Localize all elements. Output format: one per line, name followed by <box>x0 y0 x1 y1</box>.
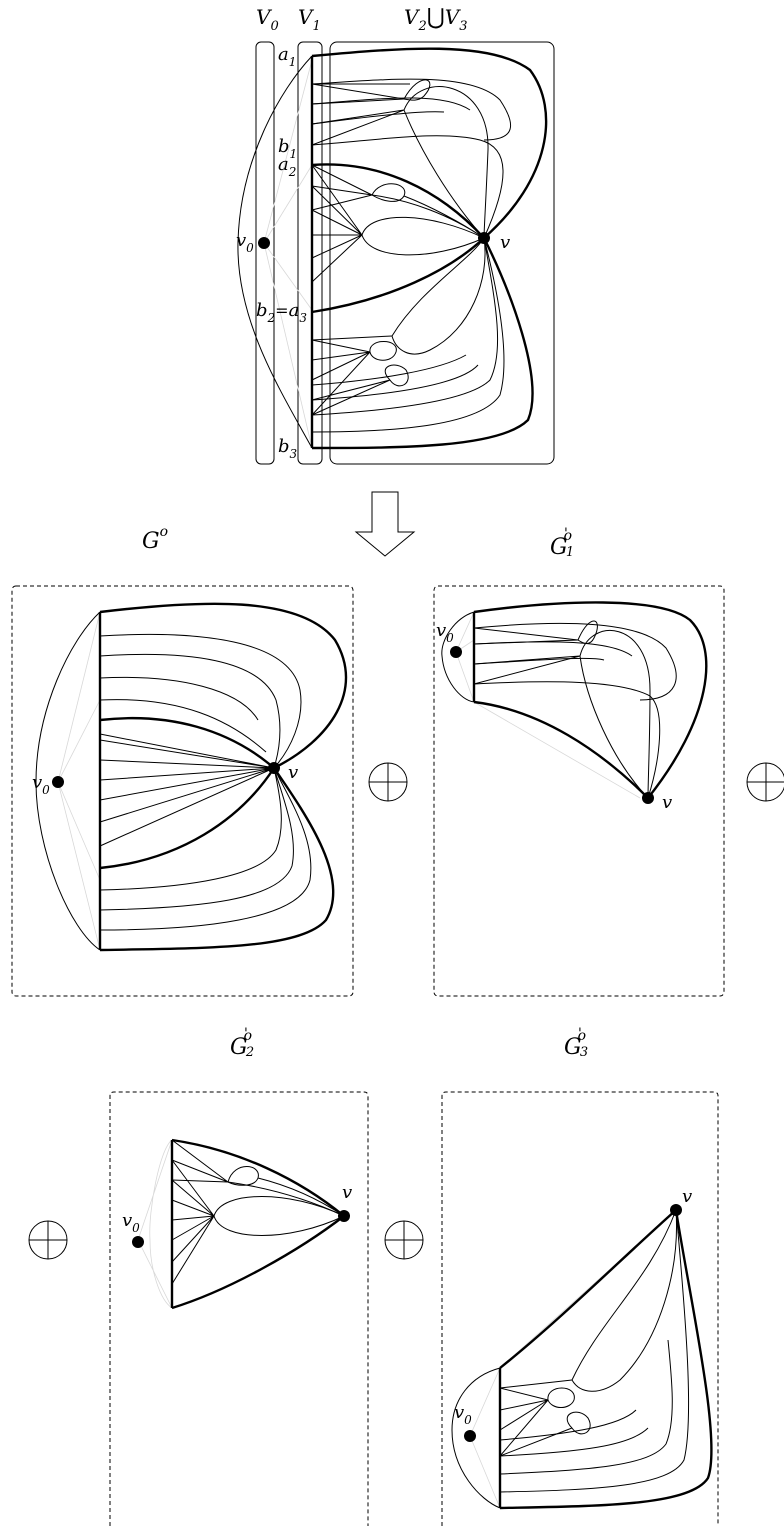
panel-g1-bottom-boundary <box>473 700 649 799</box>
down-arrow-icon <box>354 491 416 557</box>
panel-g2-top-boundary <box>171 1138 345 1217</box>
lower-fan-edges <box>311 237 505 433</box>
panel-g1-vertex-v0 <box>450 646 462 658</box>
panel-g1: v0 v <box>433 585 725 997</box>
partition-label-v0: V0 <box>256 5 279 34</box>
panel-g3-label-v0: v0 <box>454 1402 472 1427</box>
outer-hull-edge <box>237 55 313 449</box>
panel-g2-vertex-v0 <box>132 1236 144 1248</box>
upper-bubble-small <box>403 79 431 101</box>
panel-g3-large-bubble <box>571 1209 677 1392</box>
lower-bubble-small-b <box>384 364 409 387</box>
panel-g: v0 v <box>11 585 354 997</box>
panel-g3-triangle-edges <box>499 1379 573 1457</box>
panel-title-g1: Go'1 <box>550 526 574 560</box>
panel-g1-triangle-edges <box>473 627 581 685</box>
hull-faint-edges <box>263 59 313 449</box>
panel-g3-bottom-boundary <box>499 1209 713 1510</box>
panel-g2-bottom-boundary <box>171 1215 345 1310</box>
panel-g1-faint-edges <box>455 611 641 799</box>
panel-g-frame <box>11 585 354 997</box>
panel-title-g: Go <box>142 524 168 554</box>
partition-box-v2-v3 <box>329 41 555 465</box>
middle-boundary-lower <box>311 237 485 314</box>
direct-sum-icon <box>28 1220 68 1260</box>
vertex-label-v: v <box>500 232 510 253</box>
panel-g3-label-v: v <box>682 1186 692 1207</box>
panel-g3-small-bubble-a <box>547 1387 575 1408</box>
partition-label-v2-union-v3: V2⋃V3 <box>404 5 468 34</box>
panel-g2-label-v: v <box>342 1182 352 1203</box>
panel-g-outer-hull <box>35 611 101 951</box>
panel-g3-arcs <box>499 1209 690 1493</box>
direct-sum-icon <box>368 762 408 802</box>
panel-g3-outer-hull <box>451 1367 501 1509</box>
panel-g-lower-arcs <box>99 767 312 931</box>
panel-g-label-v: v <box>288 762 298 783</box>
panel-g2-fan <box>171 1139 229 1285</box>
panel-g-bottom-boundary <box>99 767 335 952</box>
panel-g1-arcs <box>473 622 677 799</box>
panel-g1-small-bubble <box>577 620 598 644</box>
panel-g-label-v0: v0 <box>32 772 50 797</box>
panel-g3-vertex-v <box>670 1204 682 1216</box>
vertex-label-b3: b3 <box>278 436 298 461</box>
partition-box-v0 <box>255 41 275 465</box>
middle-bubble-large <box>361 216 486 256</box>
middle-boundary-upper <box>311 163 485 239</box>
vertex-label-v0: v0 <box>236 230 254 255</box>
panel-g1-outer-hull <box>441 611 475 703</box>
panel-g-mid-fan <box>99 733 275 847</box>
panel-g-vertex-v0 <box>52 776 64 788</box>
panel-g3-small-bubble-b <box>566 1411 591 1435</box>
direct-sum-icon <box>384 1220 424 1260</box>
panel-g1-large-bubble <box>579 630 651 800</box>
panel-g1-label-v: v <box>662 792 672 813</box>
upper-fan-edges <box>311 78 512 239</box>
partition-label-v1: V1 <box>298 5 321 34</box>
lower-bubble-large <box>391 236 486 355</box>
vertex-label-a1: a1 <box>278 44 296 69</box>
middle-bubble-small <box>371 183 406 202</box>
panel-g3-frame <box>441 1091 719 1526</box>
top-partitioned-graph: V0 V1 V2⋃V3 a1 b1 a2 b2=a3 b3 v0 <box>236 5 555 465</box>
panel-g-vertex-v <box>268 762 280 774</box>
panel-g1-top-boundary <box>473 601 708 799</box>
upper-triangle-edges <box>311 83 410 146</box>
vertex-v <box>478 232 490 244</box>
vertex-label-a2: a2 <box>278 154 296 179</box>
panel-g1-vertex-v <box>642 792 654 804</box>
lower-triangle-edges <box>311 335 393 416</box>
vertex-label-b2-eq-a3: b2=a3 <box>256 300 307 325</box>
panel-g1-frame <box>433 585 725 997</box>
middle-arc-edges <box>371 194 485 239</box>
panel-g-mid-boundary-lower <box>99 767 276 870</box>
vertex-v0 <box>258 237 270 249</box>
upper-bubble-large <box>403 86 489 240</box>
panel-g2-vertex-v <box>338 1210 350 1222</box>
panel-g-faint-edges <box>57 611 101 951</box>
direct-sum-icon <box>746 762 784 802</box>
panel-g3-vertex-v0 <box>464 1430 476 1442</box>
middle-fan-edges <box>311 164 373 283</box>
panel-g3: v0 v <box>441 1091 719 1526</box>
panel-g2-frame <box>109 1091 369 1526</box>
bottom-boundary <box>311 237 534 450</box>
partition-box-v1 <box>297 41 323 465</box>
panel-g-upper-arcs <box>99 633 302 769</box>
top-boundary <box>311 47 548 239</box>
panel-g2: v0 v <box>109 1091 369 1526</box>
panel-g1-label-v0: v0 <box>436 620 454 645</box>
panel-g2-arcs <box>227 1177 345 1217</box>
panel-g2-label-v0: v0 <box>122 1210 140 1235</box>
panel-title-g3: Go'3 <box>564 1026 588 1060</box>
panel-g-mid-boundary-upper <box>99 716 275 769</box>
vertex-label-b1: b1 <box>278 136 297 161</box>
panel-g3-top-boundary <box>499 1209 677 1369</box>
panel-g-top-boundary <box>99 602 348 770</box>
lower-bubble-small-a <box>369 341 397 361</box>
panel-title-g2: Go'2 <box>230 1026 254 1060</box>
panel-g2-faint-hull <box>137 1139 173 1309</box>
